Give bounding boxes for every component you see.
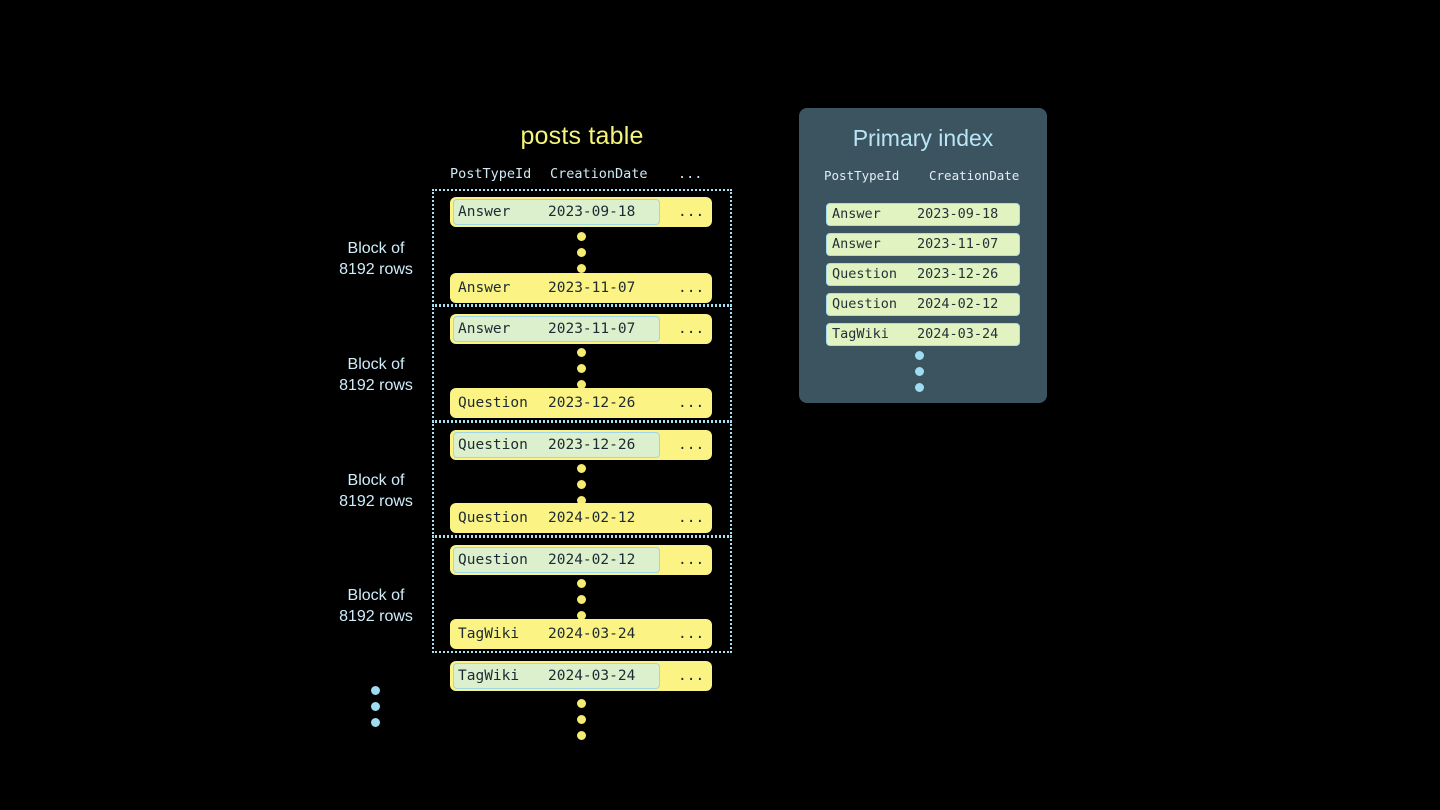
cell-more: ... — [678, 204, 705, 220]
cell-more: ... — [678, 510, 705, 526]
index-cell-creationdate: 2023-12-26 — [917, 266, 999, 282]
index-row: Answer 2023-11-07 — [826, 233, 1020, 256]
row-ellipsis-dots — [577, 232, 586, 280]
cell-creationdate: 2024-02-12 — [548, 552, 636, 568]
cell-posttypeid: TagWiki — [458, 668, 520, 684]
posts-table-column-headers: PostTypeId CreationDate ... — [450, 166, 712, 186]
block-label-3-line2: 8192 rows — [339, 493, 413, 510]
block-label-1: Block of 8192 rows — [301, 238, 451, 280]
cell-posttypeid: Answer — [458, 204, 511, 220]
block-label-1-line2: 8192 rows — [339, 261, 413, 278]
cell-creationdate: 2024-03-24 — [548, 668, 636, 684]
cell-more: ... — [678, 668, 705, 684]
cell-posttypeid: Question — [458, 510, 528, 526]
cell-creationdate: 2024-02-12 — [548, 510, 636, 526]
column-header-posttypeid: PostTypeId — [450, 166, 532, 182]
block-list-ellipsis-dots — [371, 686, 380, 734]
block-label-1-line1: Block of — [347, 240, 405, 257]
index-row: TagWiki 2024-03-24 — [826, 323, 1020, 346]
cell-more: ... — [678, 280, 705, 296]
row-ellipsis-dots — [577, 579, 586, 627]
cell-more: ... — [678, 321, 705, 337]
column-header-more: ... — [678, 166, 703, 182]
block-label-3-line1: Block of — [347, 472, 405, 489]
cell-creationdate: 2023-12-26 — [548, 437, 636, 453]
row-index-highlight — [453, 547, 660, 573]
row-ellipsis-dots — [577, 348, 586, 396]
cell-creationdate: 2023-09-18 — [548, 204, 636, 220]
cell-more: ... — [678, 626, 705, 642]
cell-more: ... — [678, 437, 705, 453]
block-label-2-line1: Block of — [347, 356, 405, 373]
table-row: Question 2023-12-26 ... — [450, 388, 712, 418]
cell-posttypeid: Answer — [458, 321, 511, 337]
index-column-header-posttypeid: PostTypeId — [824, 168, 900, 183]
index-cell-creationdate: 2024-03-24 — [917, 326, 999, 342]
table-row: Question 2024-02-12 ... — [450, 545, 712, 575]
block-label-4-line1: Block of — [347, 587, 405, 604]
cell-more: ... — [678, 552, 705, 568]
primary-index-column-headers: PostTypeId CreationDate — [824, 168, 1022, 188]
row-index-highlight — [453, 316, 660, 342]
posts-table-title: posts table — [520, 122, 644, 150]
index-cell-creationdate: 2023-11-07 — [917, 236, 999, 252]
table-bottom-ellipsis-dots — [577, 699, 586, 747]
cell-posttypeid: Question — [458, 552, 528, 568]
cell-creationdate: 2023-11-07 — [548, 321, 636, 337]
index-cell-posttypeid: Answer — [832, 206, 881, 222]
index-column-header-creationdate: CreationDate — [929, 168, 1020, 183]
cell-creationdate: 2023-12-26 — [548, 395, 636, 411]
cell-posttypeid: TagWiki — [458, 626, 520, 642]
index-cell-posttypeid: Question — [832, 296, 898, 312]
table-row: Question 2023-12-26 ... — [450, 430, 712, 460]
row-ellipsis-dots — [577, 464, 586, 512]
index-cell-posttypeid: Answer — [832, 236, 881, 252]
row-index-highlight — [453, 199, 660, 225]
table-row: Question 2024-02-12 ... — [450, 503, 712, 533]
index-row: Answer 2023-09-18 — [826, 203, 1020, 226]
index-cell-creationdate: 2023-09-18 — [917, 206, 999, 222]
column-header-creationdate: CreationDate — [550, 166, 648, 182]
cell-posttypeid: Question — [458, 395, 528, 411]
block-label-3: Block of 8192 rows — [301, 470, 451, 512]
cell-creationdate: 2023-11-07 — [548, 280, 636, 296]
index-cell-posttypeid: Question — [832, 266, 898, 282]
block-label-4: Block of 8192 rows — [301, 585, 451, 627]
cell-posttypeid: Answer — [458, 280, 511, 296]
index-ellipsis-dots — [915, 351, 924, 399]
table-row: Answer 2023-09-18 ... — [450, 197, 712, 227]
row-index-highlight — [453, 663, 660, 689]
index-row: Question 2024-02-12 — [826, 293, 1020, 316]
block-label-4-line2: 8192 rows — [339, 608, 413, 625]
primary-index-title: Primary index — [852, 125, 994, 151]
table-row: Answer 2023-11-07 ... — [450, 314, 712, 344]
cell-more: ... — [678, 395, 705, 411]
block-label-2-line2: 8192 rows — [339, 377, 413, 394]
index-cell-posttypeid: TagWiki — [832, 326, 889, 342]
table-row-trailing: TagWiki 2024-03-24 ... — [450, 661, 712, 691]
cell-creationdate: 2024-03-24 — [548, 626, 636, 642]
index-row: Question 2023-12-26 — [826, 263, 1020, 286]
index-cell-creationdate: 2024-02-12 — [917, 296, 999, 312]
cell-posttypeid: Question — [458, 437, 528, 453]
block-frame-4 — [432, 536, 732, 653]
row-index-highlight — [453, 432, 660, 458]
block-label-2: Block of 8192 rows — [301, 354, 451, 396]
table-row: TagWiki 2024-03-24 ... — [450, 619, 712, 649]
table-row: Answer 2023-11-07 ... — [450, 273, 712, 303]
